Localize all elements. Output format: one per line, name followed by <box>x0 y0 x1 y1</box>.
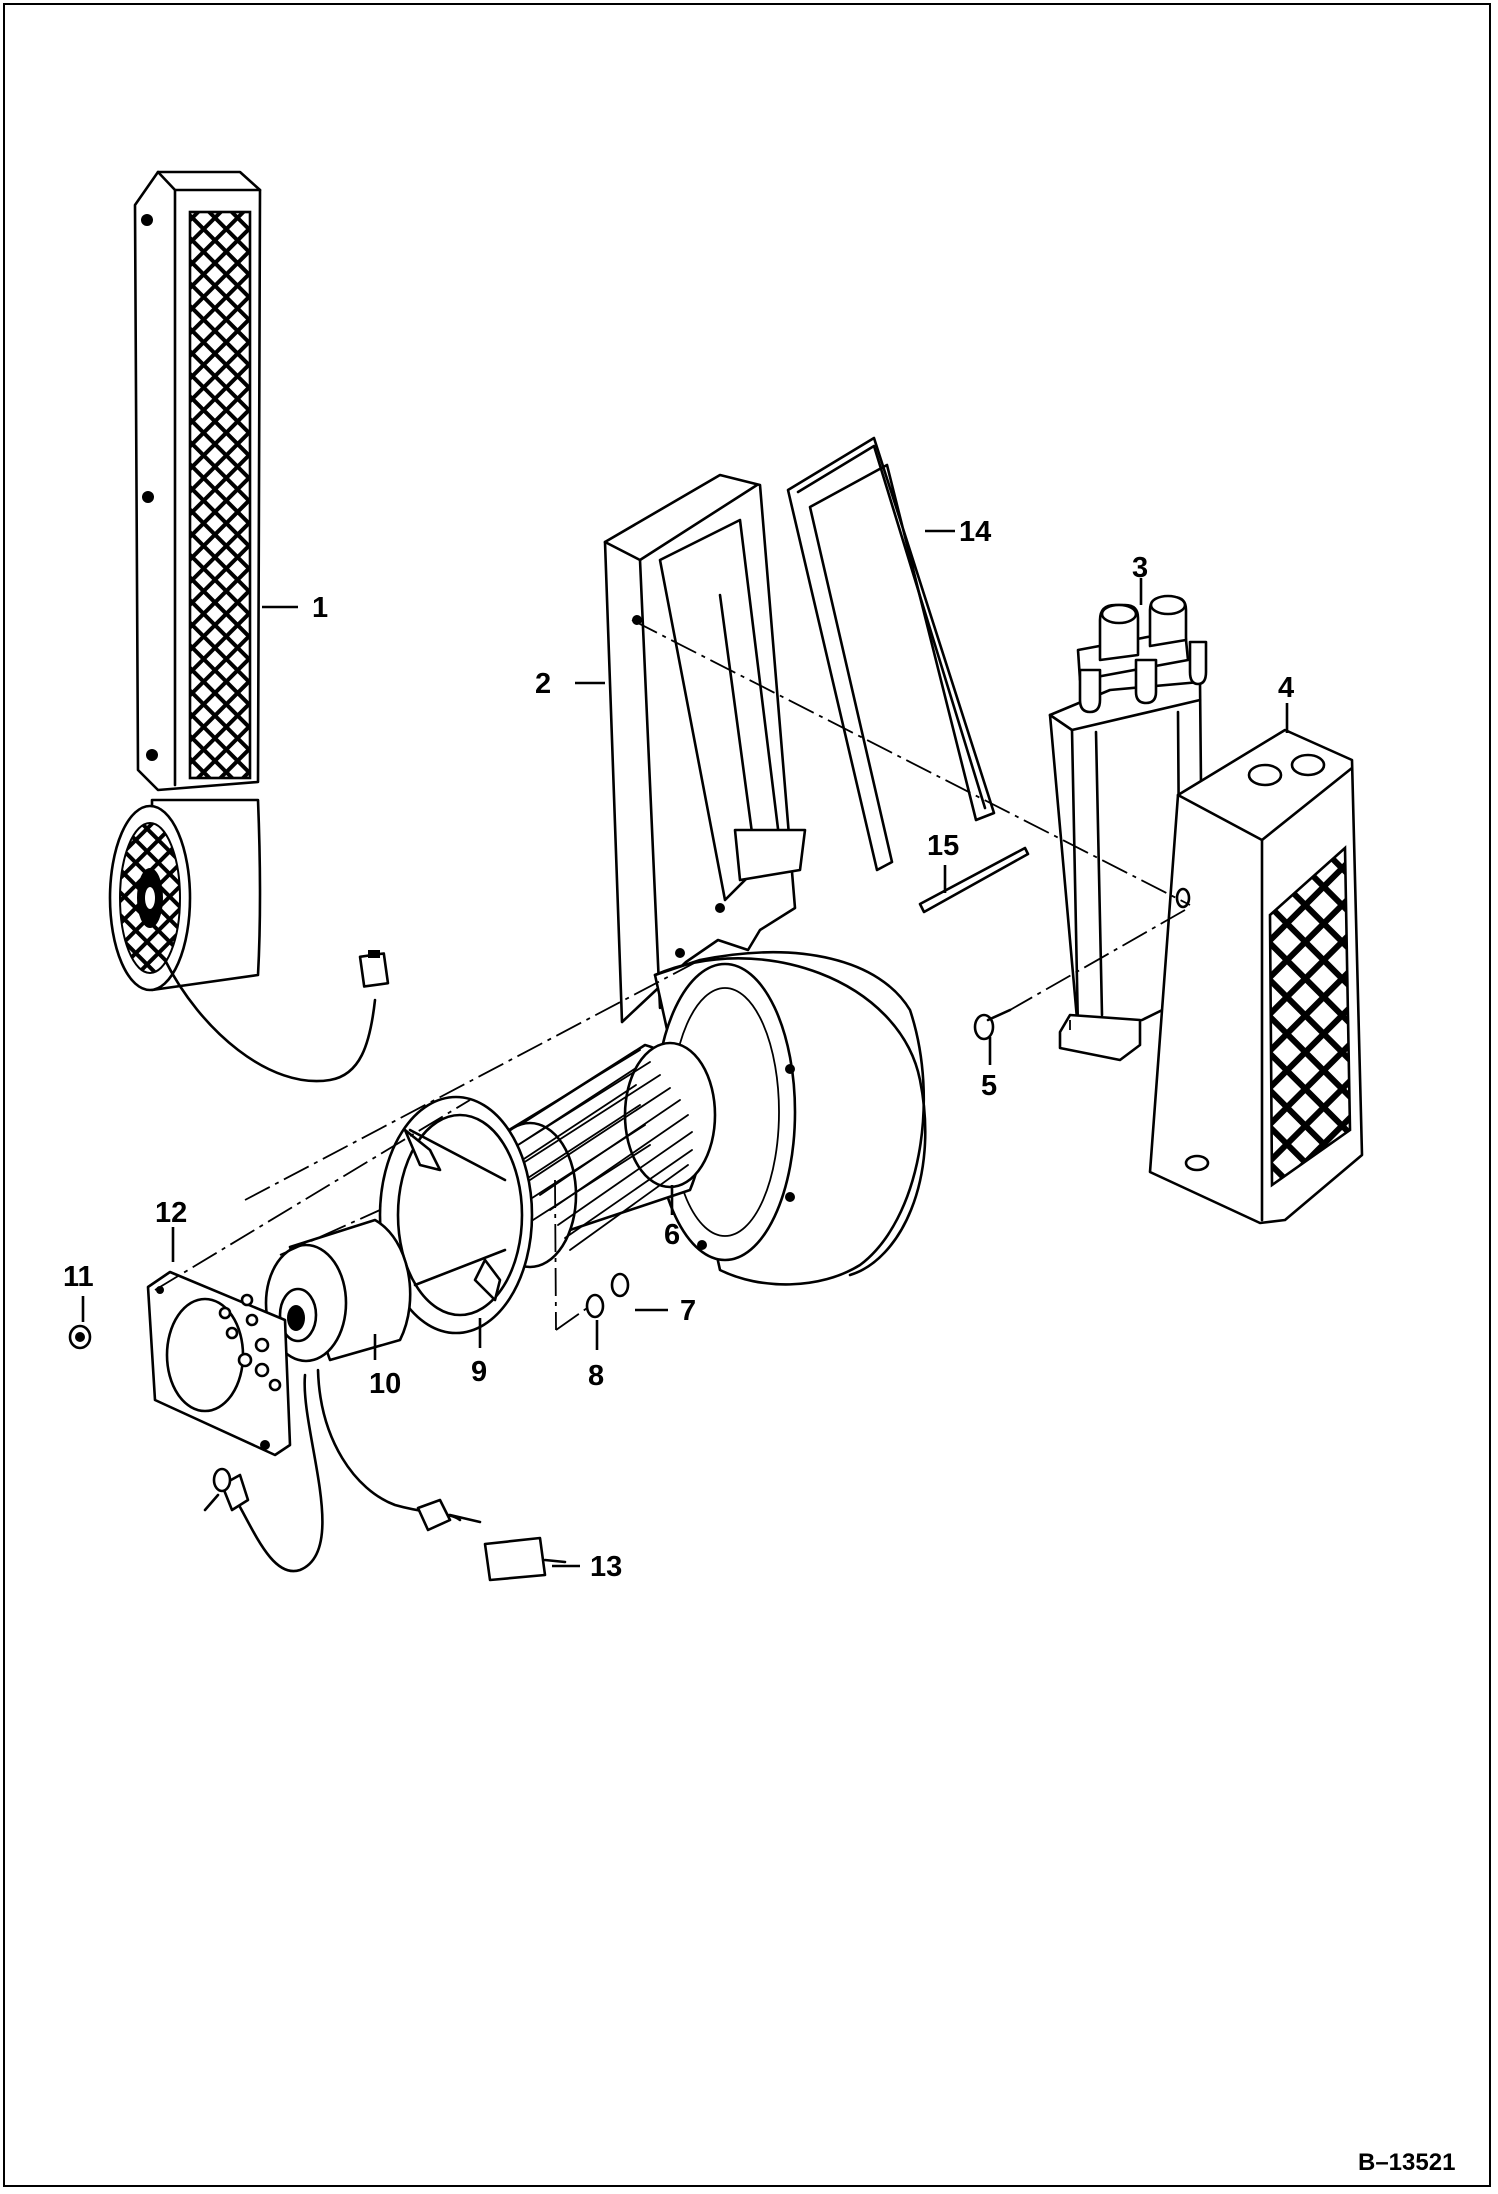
part-1-heater-assembly <box>108 170 390 1083</box>
part-5-screw <box>973 1008 1012 1065</box>
part-9-mounting-ring <box>378 1095 534 1348</box>
callout-8: 8 <box>588 1360 604 1392</box>
part-13-wiring-connector <box>203 1368 580 1582</box>
callout-5: 5 <box>981 1070 997 1102</box>
callout-1: 1 <box>312 592 328 624</box>
part-3-heater-core <box>1048 578 1208 1062</box>
part-14-gasket <box>786 436 996 872</box>
callout-3: 3 <box>1132 552 1148 584</box>
callout-7: 7 <box>680 1295 696 1327</box>
part-15-seal-strip <box>918 846 1030 914</box>
part-10-motor <box>264 1218 412 1363</box>
alignment-lines <box>154 619 1191 1331</box>
callout-11: 11 <box>63 1261 94 1293</box>
part-11-bolt <box>68 1296 92 1350</box>
callout-15: 15 <box>927 830 959 862</box>
part-2-blower-housing <box>575 473 927 1286</box>
callout-2: 2 <box>535 668 551 700</box>
callout-13: 13 <box>590 1551 622 1583</box>
callout-6: 6 <box>664 1219 680 1251</box>
callout-10: 10 <box>369 1368 401 1400</box>
part-4-heater-cover <box>1148 703 1364 1225</box>
callout-14: 14 <box>959 516 991 548</box>
part-7-8-washers <box>585 1272 668 1350</box>
drawing-number: B–13521 <box>1358 2149 1455 2176</box>
callout-12: 12 <box>155 1197 187 1229</box>
callout-4: 4 <box>1278 672 1294 704</box>
callout-9: 9 <box>471 1356 487 1388</box>
part-12-end-plate <box>146 1227 292 1457</box>
